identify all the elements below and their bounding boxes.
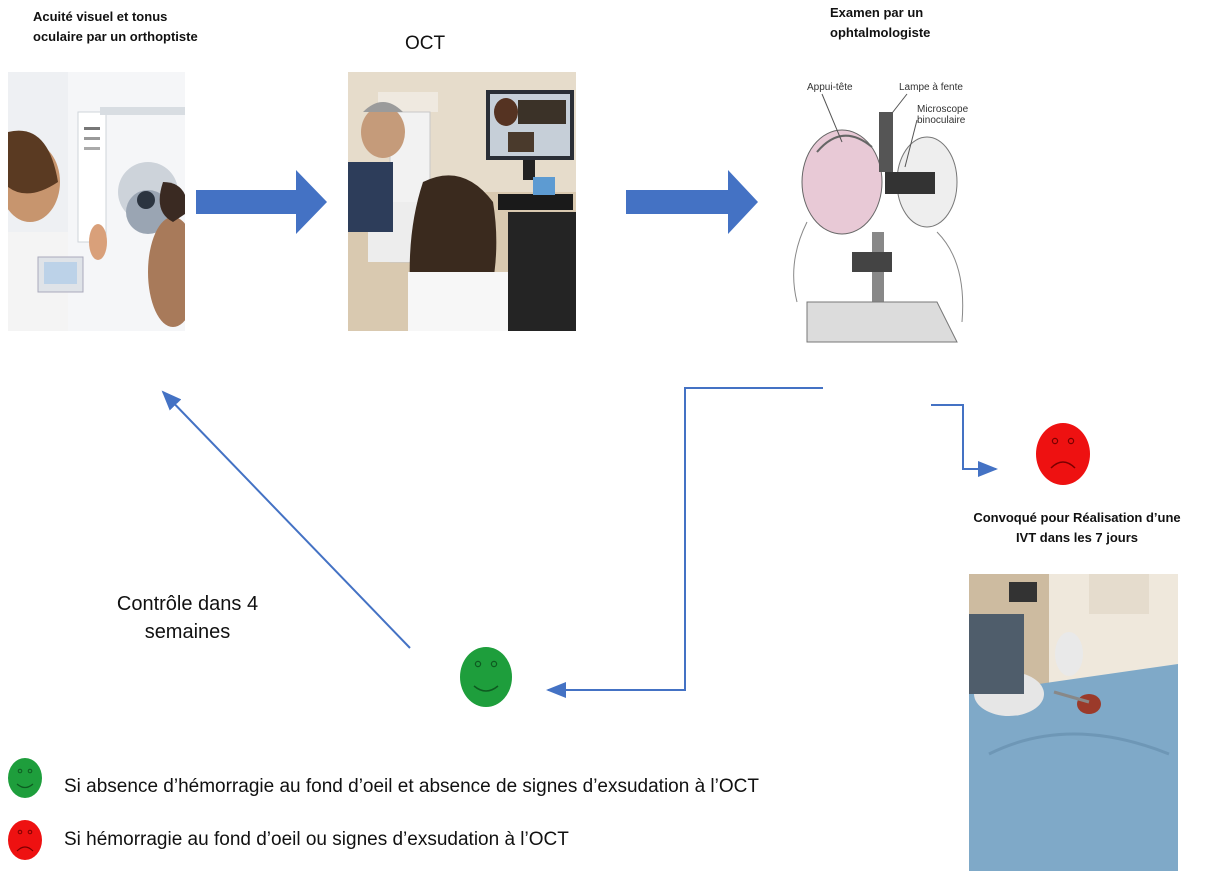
block-arrow-2 — [626, 170, 758, 234]
block-arrow-1 — [196, 170, 327, 234]
slitlamp-drawing: Appui-tête Lampe à fente Microscope bino… — [777, 72, 969, 362]
step1-title: Acuité visuel et tonus oculaire par un o… — [33, 7, 233, 47]
legend-green-smiley-icon — [8, 758, 42, 798]
step1-title-line2: oculaire par un orthoptiste — [33, 29, 198, 44]
step3-title-line2: ophtalmologiste — [830, 25, 931, 40]
label-microscope: Microscope — [917, 104, 969, 115]
step2-title: OCT — [405, 33, 446, 54]
step1-title-line1: Acuité visuel et tonus — [33, 9, 168, 24]
step3-title: Examen par un ophtalmologiste — [830, 3, 970, 43]
step3-title-line1: Examen par un — [830, 5, 924, 20]
label-lampe-fente: Lampe à fente — [899, 82, 963, 93]
red-outcome-line2: IVT dans les 7 jours — [1015, 530, 1139, 545]
oct-photo — [348, 72, 576, 331]
label-binoculaire: binoculaire — [917, 115, 966, 126]
control-line2: semaines — [144, 621, 231, 643]
label-appui-tete: Appui-tête — [807, 82, 853, 93]
control-text: Contrôle dans 4 semaines — [100, 590, 275, 646]
ivt-photo — [969, 574, 1178, 871]
legend-green-text: Si absence d’hémorragie au fond d’oeil e… — [64, 776, 759, 797]
legend-red-text: Si hémorragie au fond d’oeil ou signes d… — [64, 829, 569, 850]
connector-loop-back — [161, 390, 411, 649]
green-smiley-icon — [460, 647, 512, 707]
connector-to-red — [931, 404, 998, 477]
red-outcome-line1: Convoqué pour Réalisation d’une — [973, 510, 1181, 525]
red-frown-icon — [1036, 423, 1090, 485]
connector-to-green — [546, 387, 823, 698]
control-line1: Contrôle dans 4 — [116, 593, 259, 615]
legend-red-frown-icon — [8, 820, 42, 860]
red-outcome-text: Convoqué pour Réalisation d’une IVT dans… — [958, 508, 1196, 548]
orthoptist-photo — [8, 72, 185, 331]
